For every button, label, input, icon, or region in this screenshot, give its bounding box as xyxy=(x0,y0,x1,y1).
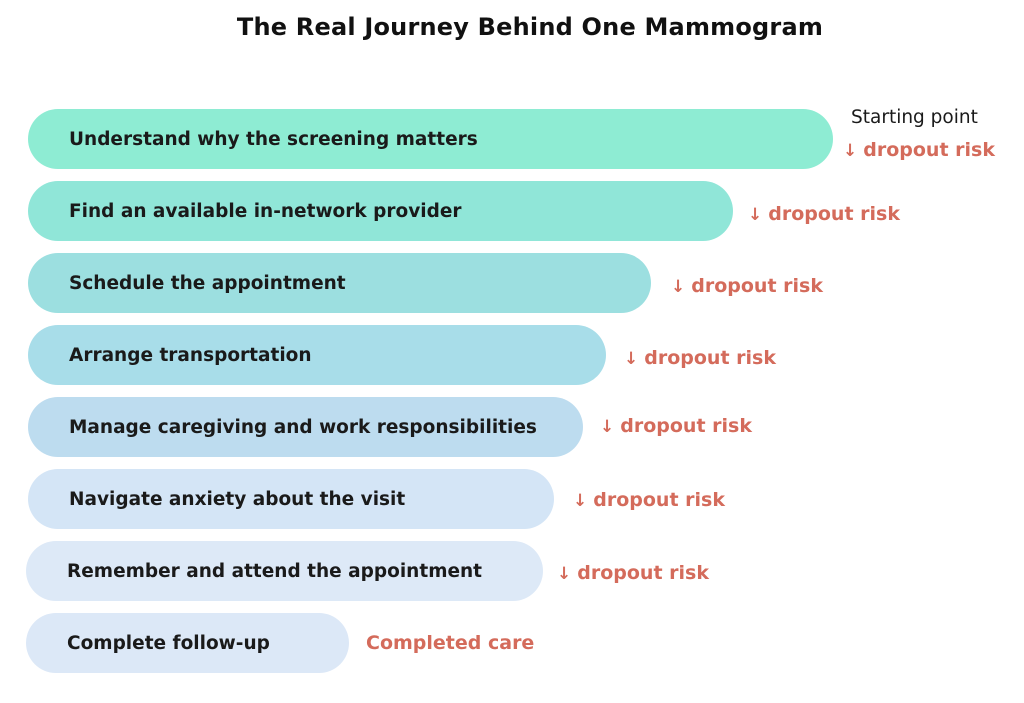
step-bar: Schedule the appointment xyxy=(28,253,651,313)
dropout-risk-label: ↓dropout risk xyxy=(843,139,995,161)
step-bar: Find an available in-network provider xyxy=(28,181,733,241)
step-label: Find an available in-network provider xyxy=(69,200,462,222)
step-label: Navigate anxiety about the visit xyxy=(69,488,406,510)
down-arrow-icon: ↓ xyxy=(843,141,858,161)
completed-care-label: Completed care xyxy=(366,632,535,654)
step-bar: Understand why the screening matters xyxy=(28,109,833,169)
down-arrow-icon: ↓ xyxy=(600,417,615,437)
step-bar: Arrange transportation xyxy=(28,325,606,385)
step-label: Manage caregiving and work responsibilit… xyxy=(69,416,537,438)
down-arrow-icon: ↓ xyxy=(748,205,763,225)
step-label: Understand why the screening matters xyxy=(69,128,478,150)
dropout-risk-label: ↓dropout risk xyxy=(573,489,725,511)
step-label: Remember and attend the appointment xyxy=(67,560,483,582)
dropout-risk-label: ↓dropout risk xyxy=(557,562,709,584)
down-arrow-icon: ↓ xyxy=(671,277,686,297)
step-label: Arrange transportation xyxy=(69,344,312,366)
dropout-risk-label: ↓dropout risk xyxy=(748,203,900,225)
step-label: Complete follow-up xyxy=(67,632,270,654)
step-bar: Manage caregiving and work responsibilit… xyxy=(28,397,583,457)
down-arrow-icon: ↓ xyxy=(557,564,572,584)
dropout-risk-label: ↓dropout risk xyxy=(624,347,776,369)
starting-point-label: Starting point xyxy=(851,107,978,128)
step-bar: Remember and attend the appointment xyxy=(26,541,543,601)
step-bar: Navigate anxiety about the visit xyxy=(28,469,554,529)
step-label: Schedule the appointment xyxy=(69,272,346,294)
dropout-risk-label: ↓dropout risk xyxy=(600,415,752,437)
step-bar: Complete follow-up xyxy=(26,613,349,673)
down-arrow-icon: ↓ xyxy=(573,491,588,511)
dropout-risk-label: ↓dropout risk xyxy=(671,275,823,297)
diagram-title: The Real Journey Behind One Mammogram xyxy=(236,13,824,41)
down-arrow-icon: ↓ xyxy=(624,349,639,369)
